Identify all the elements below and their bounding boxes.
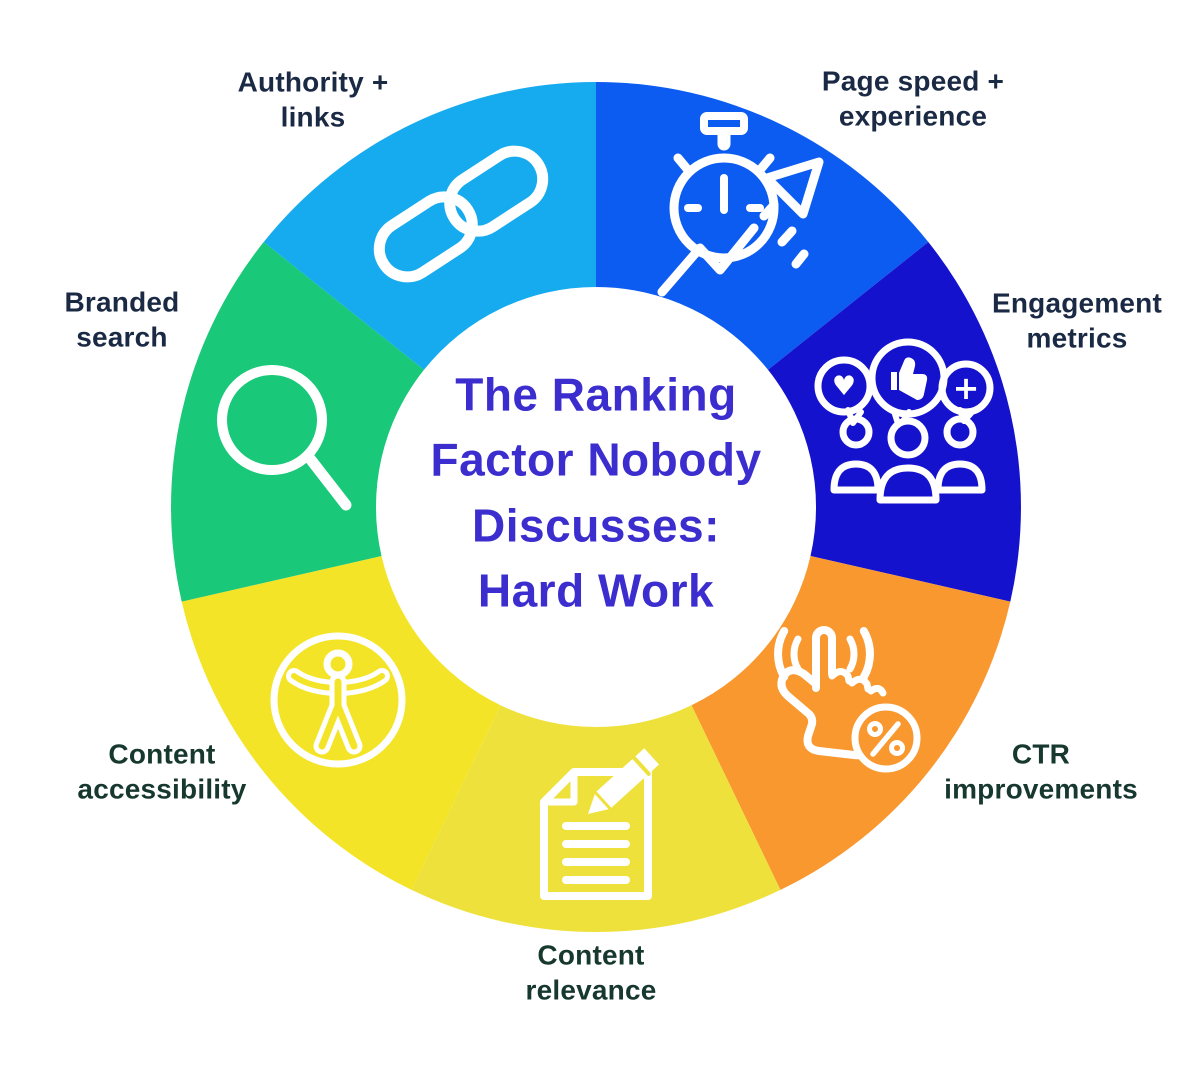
stopwatch-left-nub [678, 158, 688, 170]
document-outline [544, 772, 648, 896]
tap-arc-outer-right [864, 631, 870, 677]
person-right-body [938, 464, 982, 490]
accessibility-person-icon [274, 636, 402, 764]
pencil-eraser [633, 748, 659, 774]
chain-link-left [369, 186, 483, 287]
person-center-body [880, 468, 936, 500]
knuckle-2 [852, 679, 868, 689]
tap-arc-inner-right [850, 639, 854, 669]
stopwatch-right-nub [760, 158, 770, 170]
segment-branded-search [171, 242, 424, 602]
arrow-dash-2 [782, 231, 792, 242]
arrow-dash-3 [796, 254, 804, 264]
thumb-up-glyph [891, 357, 928, 400]
pencil-band [634, 758, 649, 774]
tap-arc-inner-left [794, 639, 798, 669]
chain-link-icon [369, 140, 554, 287]
accessibility-ring [274, 636, 402, 764]
person-right-head [947, 419, 973, 445]
accessibility-body-inner [322, 682, 354, 746]
label-page-speed-experience: Page speed + experience [821, 65, 1005, 131]
label-ctr-improvements: CTR improvements [944, 738, 1138, 804]
arrow-head [767, 162, 819, 214]
label-content-relevance: Content relevance [525, 939, 657, 1005]
stopwatch-arrow-icon [662, 116, 819, 292]
center-title: The Ranking Factor Nobody Discusses: Har… [430, 368, 762, 617]
segment-ctr-improvements [691, 556, 1011, 890]
segment-content-relevance [411, 705, 781, 932]
chain-link-right [439, 140, 553, 241]
person-left-body [834, 464, 878, 490]
magnifier-lens [222, 370, 322, 470]
people-reactions-icon: ♥ + [818, 342, 990, 500]
arrow-dash-1 [764, 205, 774, 216]
magnifier-handle [308, 456, 346, 505]
document-fold [544, 772, 574, 802]
pencil-body [595, 757, 649, 809]
plus-glyph: + [953, 369, 980, 407]
label-content-accessibility: Content accessibility [77, 738, 247, 804]
percent-dot-top [870, 724, 881, 735]
person-center-head [891, 421, 925, 455]
trend-line [662, 228, 754, 292]
person-left-head [843, 419, 869, 445]
percent-slash [873, 724, 898, 754]
knuckle-1 [832, 672, 849, 682]
label-engagement-metrics: Engagement metrics [991, 287, 1163, 353]
pencil-tip-notch [595, 793, 610, 809]
label-branded-search: Branded search [64, 286, 180, 352]
heart-glyph: ♥ [832, 371, 856, 402]
click-percent-icon [778, 630, 917, 769]
magnifier-icon [222, 370, 346, 505]
label-authority-links: Authority + links [237, 66, 389, 132]
knuckle-3 [871, 688, 883, 693]
percent-dot-bottom [892, 743, 903, 754]
pointing-finger [816, 630, 832, 688]
